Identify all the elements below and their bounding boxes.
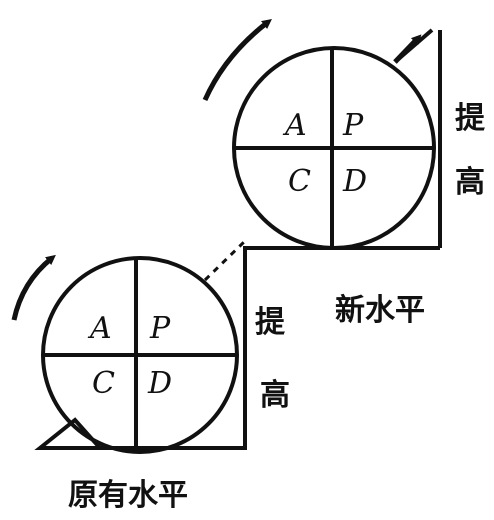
lower-wheel: A P C D (41, 256, 239, 454)
lower-quadrant-d: D (147, 366, 172, 401)
upper-rotation-arrow (202, 18, 272, 102)
upper-quadrant-c: C (288, 164, 311, 199)
step-up-arrow (393, 34, 422, 64)
raise-label-lower-1: 提 (255, 305, 286, 340)
upper-quadrant-p: P (342, 108, 364, 143)
raise-label-lower-2: 高 (260, 378, 290, 413)
lower-quadrant-a: A (87, 311, 112, 346)
lower-wedge (34, 417, 105, 450)
rotation-arrows (11, 18, 422, 321)
original-level-label: 原有水平 (68, 478, 188, 513)
upper-quadrant-a: A (282, 108, 307, 143)
upper-wheel: A P C D (232, 46, 436, 250)
new-level-label: 新水平 (335, 293, 425, 328)
lower-quadrant-p: P (149, 311, 171, 346)
dashed-connector (203, 240, 246, 282)
lower-quadrant-c: C (92, 366, 115, 401)
raise-label-upper-1: 提 (455, 101, 486, 136)
upper-quadrant-d: D (342, 164, 367, 199)
lower-rotation-arrow (11, 254, 56, 321)
raise-label-upper-2: 高 (455, 165, 485, 200)
lower-step-line (40, 246, 440, 450)
